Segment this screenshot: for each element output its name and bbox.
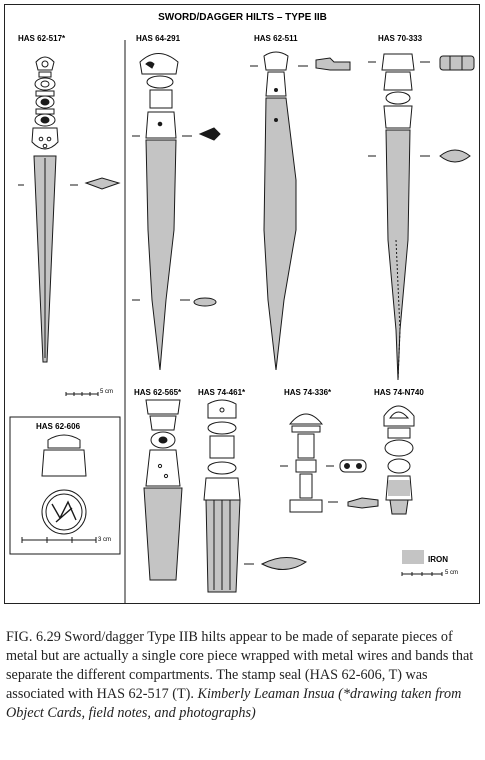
label-has-64-291: HAS 64-291	[136, 34, 181, 43]
sword-has-62-517	[18, 56, 121, 396]
label-has-74-n740: HAS 74-N740	[374, 388, 424, 397]
scale-label-seal: 3 cm	[98, 537, 112, 543]
label-has-62-606: HAS 62-606	[36, 422, 81, 431]
sword-has-74-461	[203, 399, 308, 593]
label-has-62-517: HAS 62-517*	[18, 34, 66, 43]
caption-body: FIG. 6.29 Sword/dagger Type IIB hilts ap…	[6, 629, 474, 702]
artifact-drawings	[9, 40, 475, 603]
caption-credit: Kimberly Leaman Insua (*drawing taken fr…	[6, 686, 462, 721]
scale-label-legend: 5 cm	[445, 570, 459, 576]
sword-has-62-511	[250, 51, 351, 371]
scale-label-main: 5 cm	[100, 389, 114, 395]
figure-caption: FIG. 6.29 Sword/dagger Type IIB hilts ap…	[6, 628, 480, 723]
stamp-seal-has-62-606	[21, 434, 97, 543]
plate-title: SWORD/DAGGER HILTS – TYPE IIB	[158, 12, 327, 23]
sword-has-62-565	[143, 399, 183, 581]
sword-has-64-291	[132, 53, 221, 371]
label-has-62-565: HAS 62-565*	[134, 388, 182, 397]
legend-iron-swatch	[402, 550, 424, 564]
sword-has-70-333	[368, 53, 475, 381]
plate-frame	[4, 4, 480, 604]
label-has-62-511: HAS 62-511	[254, 34, 298, 43]
label-has-74-336: HAS 74-336*	[284, 388, 332, 397]
legend-iron-label: IRON	[428, 555, 448, 564]
label-has-70-333: HAS 70-333	[378, 34, 423, 43]
seal-inset-box	[9, 416, 121, 555]
sword-has-74-336	[280, 413, 379, 513]
sword-has-74-n740	[383, 405, 415, 515]
label-has-74-461: HAS 74-461*	[198, 388, 246, 397]
